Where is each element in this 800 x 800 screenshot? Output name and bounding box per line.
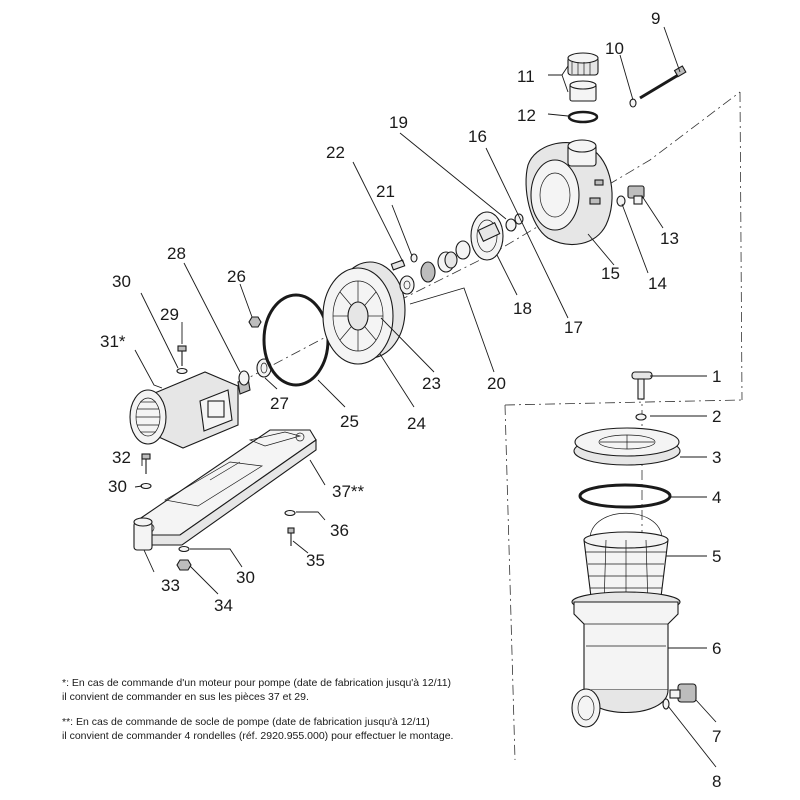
footnote-base-line2: il convient de commander 4 rondelles (ré… xyxy=(62,730,454,742)
label-14: 14 xyxy=(648,274,667,293)
label-28: 28 xyxy=(167,244,186,263)
footnote-motor-line2: il convient de commander en sus les pièc… xyxy=(62,691,309,703)
label-30b: 30 xyxy=(108,477,127,496)
label-7: 7 xyxy=(712,727,721,746)
clamp-ring xyxy=(262,293,330,387)
long-screw xyxy=(629,65,687,108)
part-numbers: 1 2 3 4 5 6 7 8 9 10 11 12 13 14 15 16 1… xyxy=(100,9,721,791)
label-12: 12 xyxy=(517,106,536,125)
label-13: 13 xyxy=(660,229,679,248)
label-32: 32 xyxy=(112,448,131,467)
footnote-base-line1: **: En cas de commande de socle de pompe… xyxy=(62,716,430,728)
label-21: 21 xyxy=(376,182,395,201)
label-33: 33 xyxy=(161,576,180,595)
label-35: 35 xyxy=(306,551,325,570)
label-5: 5 xyxy=(712,547,721,566)
label-9: 9 xyxy=(651,9,660,28)
label-24: 24 xyxy=(407,414,426,433)
footnote-motor: *: En cas de commande d'un moteur pour p… xyxy=(62,676,451,704)
strainer-assembly xyxy=(571,371,697,728)
label-34: 34 xyxy=(214,596,233,615)
union-connector xyxy=(567,52,599,124)
pump-housing xyxy=(525,139,613,245)
seal-parts xyxy=(390,240,471,295)
label-6: 6 xyxy=(712,639,721,658)
label-26: 26 xyxy=(227,267,246,286)
label-17: 17 xyxy=(564,318,583,337)
label-16: 16 xyxy=(468,127,487,146)
label-30a: 30 xyxy=(112,272,131,291)
label-3: 3 xyxy=(712,448,721,467)
label-2: 2 xyxy=(712,407,721,426)
label-25: 25 xyxy=(340,412,359,431)
label-1: 1 xyxy=(712,367,721,386)
label-23: 23 xyxy=(422,374,441,393)
label-4: 4 xyxy=(712,488,721,507)
label-8: 8 xyxy=(712,772,721,791)
seal-plate xyxy=(322,261,406,365)
label-22: 22 xyxy=(326,143,345,162)
label-19: 19 xyxy=(389,113,408,132)
label-27: 27 xyxy=(270,394,289,413)
leader-lines xyxy=(134,26,717,768)
label-29: 29 xyxy=(160,305,179,324)
label-37: 37** xyxy=(332,482,365,501)
drain-plug xyxy=(616,185,645,207)
label-31: 31* xyxy=(100,332,126,351)
footnote-base: **: En cas de commande de socle de pompe… xyxy=(62,715,453,743)
footnote-motor-line1: *: En cas de commande d'un moteur pour p… xyxy=(62,677,452,689)
label-18: 18 xyxy=(513,299,532,318)
label-11: 11 xyxy=(517,67,535,86)
motor xyxy=(129,371,251,449)
label-15: 15 xyxy=(601,264,620,283)
impeller xyxy=(470,211,524,261)
label-10: 10 xyxy=(605,39,624,58)
label-20: 20 xyxy=(487,374,506,393)
label-36: 36 xyxy=(330,521,349,540)
label-30c: 30 xyxy=(236,568,255,587)
